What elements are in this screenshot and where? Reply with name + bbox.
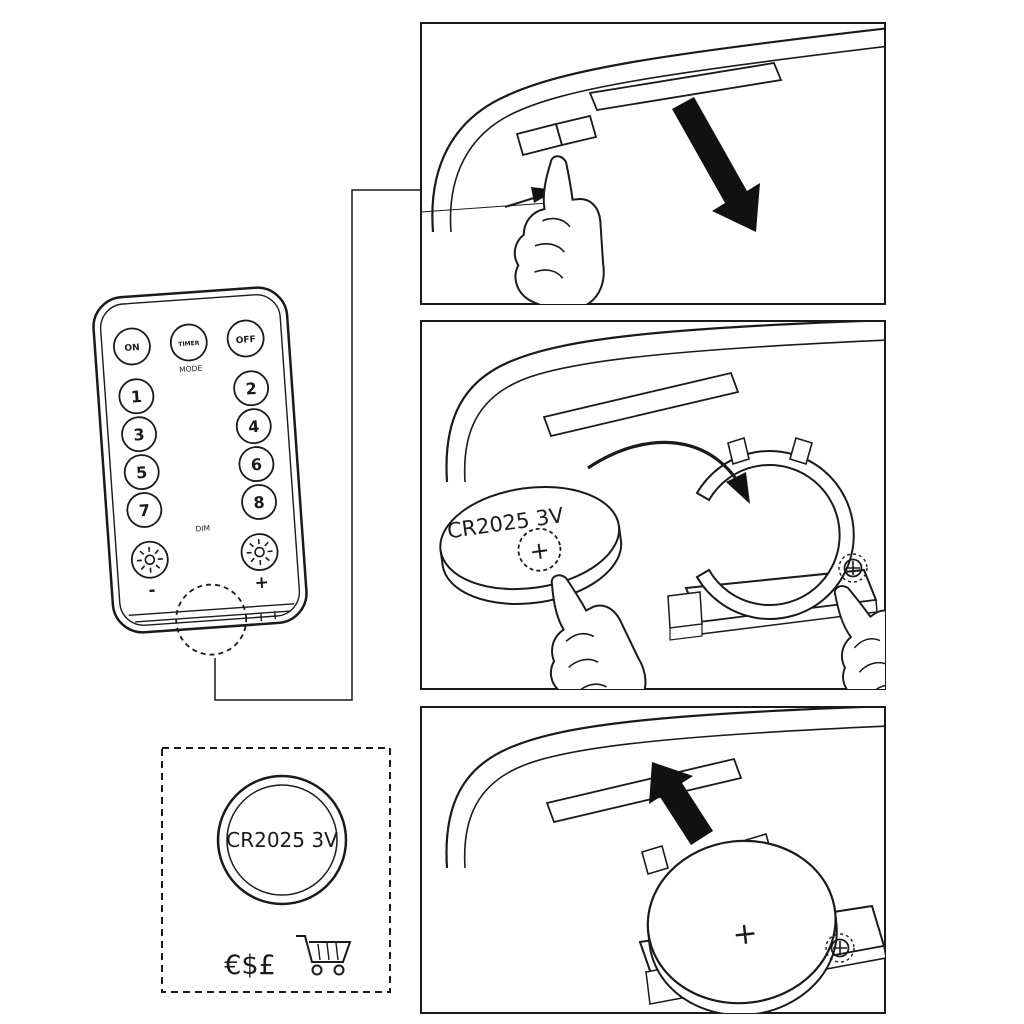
tray-latch-tab-2 <box>554 114 598 147</box>
remote-corner-inner <box>463 725 885 869</box>
battery-polarity-label: + <box>731 916 760 953</box>
button-3-label: 3 <box>133 425 145 445</box>
button-5 <box>123 454 160 490</box>
button-7-label: 7 <box>138 501 150 521</box>
battery-tray-slot <box>588 61 783 112</box>
button-3 <box>121 416 157 453</box>
remote-corner-inner <box>463 339 885 483</box>
tray-connector <box>667 591 703 629</box>
off-button-label: OFF <box>235 335 256 346</box>
button-4 <box>235 408 272 445</box>
battery-top <box>439 485 621 591</box>
remote-control: ON TIMER OFF MODE 1 2 3 4 5 6 7 8 <box>92 286 308 656</box>
battery-tray <box>667 436 878 641</box>
dim-minus-label: - <box>148 580 156 600</box>
battery-holder-ring <box>695 450 855 620</box>
panel-step-2-content: CR2025 3V + <box>439 321 885 689</box>
button-8-label: 8 <box>253 493 265 513</box>
coin-battery-installed: + <box>646 839 838 1013</box>
mode-label: MODE <box>179 364 203 375</box>
screw-icon <box>825 933 855 963</box>
timer-button-label: TIMER <box>178 340 200 348</box>
battery-top <box>646 839 837 1005</box>
remote-body-inner <box>99 294 301 626</box>
polarity-highlight <box>517 527 562 572</box>
battery-model-label: CR2025 3V <box>226 828 338 852</box>
remote-dim-row: DIM - + <box>130 523 279 601</box>
on-button-label: ON <box>124 343 140 354</box>
button-8 <box>241 484 277 520</box>
button-1 <box>118 378 155 415</box>
coin-battery-outline <box>216 774 348 906</box>
on-button <box>113 327 151 366</box>
button-5-label: 5 <box>136 463 148 483</box>
button-2 <box>233 370 270 407</box>
button-6-label: 6 <box>250 455 262 475</box>
button-1-label: 1 <box>130 387 142 407</box>
arrow-push-in-icon <box>649 762 713 845</box>
remote-number-buttons: 1 2 3 4 5 6 7 8 <box>118 370 277 528</box>
remote-corner-inner <box>449 45 885 233</box>
button-7 <box>126 492 163 528</box>
arrow-insert-icon <box>726 472 750 504</box>
remote-corner-outer <box>445 321 885 483</box>
button-4-label: 4 <box>248 417 260 437</box>
remote-battery-compartment <box>128 583 295 656</box>
panel-step-3-content: + <box>445 707 885 1013</box>
button-6 <box>238 446 275 482</box>
dashed-border <box>161 747 391 993</box>
button-2-label: 2 <box>245 379 257 399</box>
surface-line <box>421 202 549 213</box>
remote-power-row: ON TIMER OFF MODE <box>113 319 265 375</box>
battery-polarity-label: + <box>528 536 552 567</box>
battery-tray-slot <box>542 371 740 438</box>
timer-button <box>169 323 208 362</box>
off-button <box>226 319 265 358</box>
battery-clip <box>727 436 750 466</box>
battery-compartment-highlight <box>175 583 248 656</box>
arrow-pull-out-icon <box>672 97 760 232</box>
screw-icon <box>838 553 868 583</box>
remote-corner-outer <box>445 707 885 869</box>
shopping-cart-icon <box>296 935 352 976</box>
dim-plus-label: + <box>254 573 270 594</box>
insert-curve-line <box>587 440 746 493</box>
battery-spec-box: CR2025 3V €$£ <box>161 747 391 993</box>
coin-battery-inner <box>226 784 338 896</box>
press-direction-line <box>504 196 538 208</box>
tray-connector-front <box>669 623 703 641</box>
currency-symbols: €$£ <box>224 950 276 981</box>
battery-clip <box>641 844 669 876</box>
connector-line <box>214 189 420 701</box>
battery-clip <box>789 436 813 466</box>
dim-up-button <box>240 533 279 571</box>
remote-corner-outer <box>431 27 885 233</box>
coin-battery: CR2025 3V + <box>439 485 623 605</box>
panel-step-1 <box>420 22 886 305</box>
battery-tray-with-battery: + <box>638 832 885 1013</box>
panel-step-1-content <box>421 27 885 304</box>
dim-down-button <box>130 540 169 579</box>
dim-label: DIM <box>195 523 210 533</box>
